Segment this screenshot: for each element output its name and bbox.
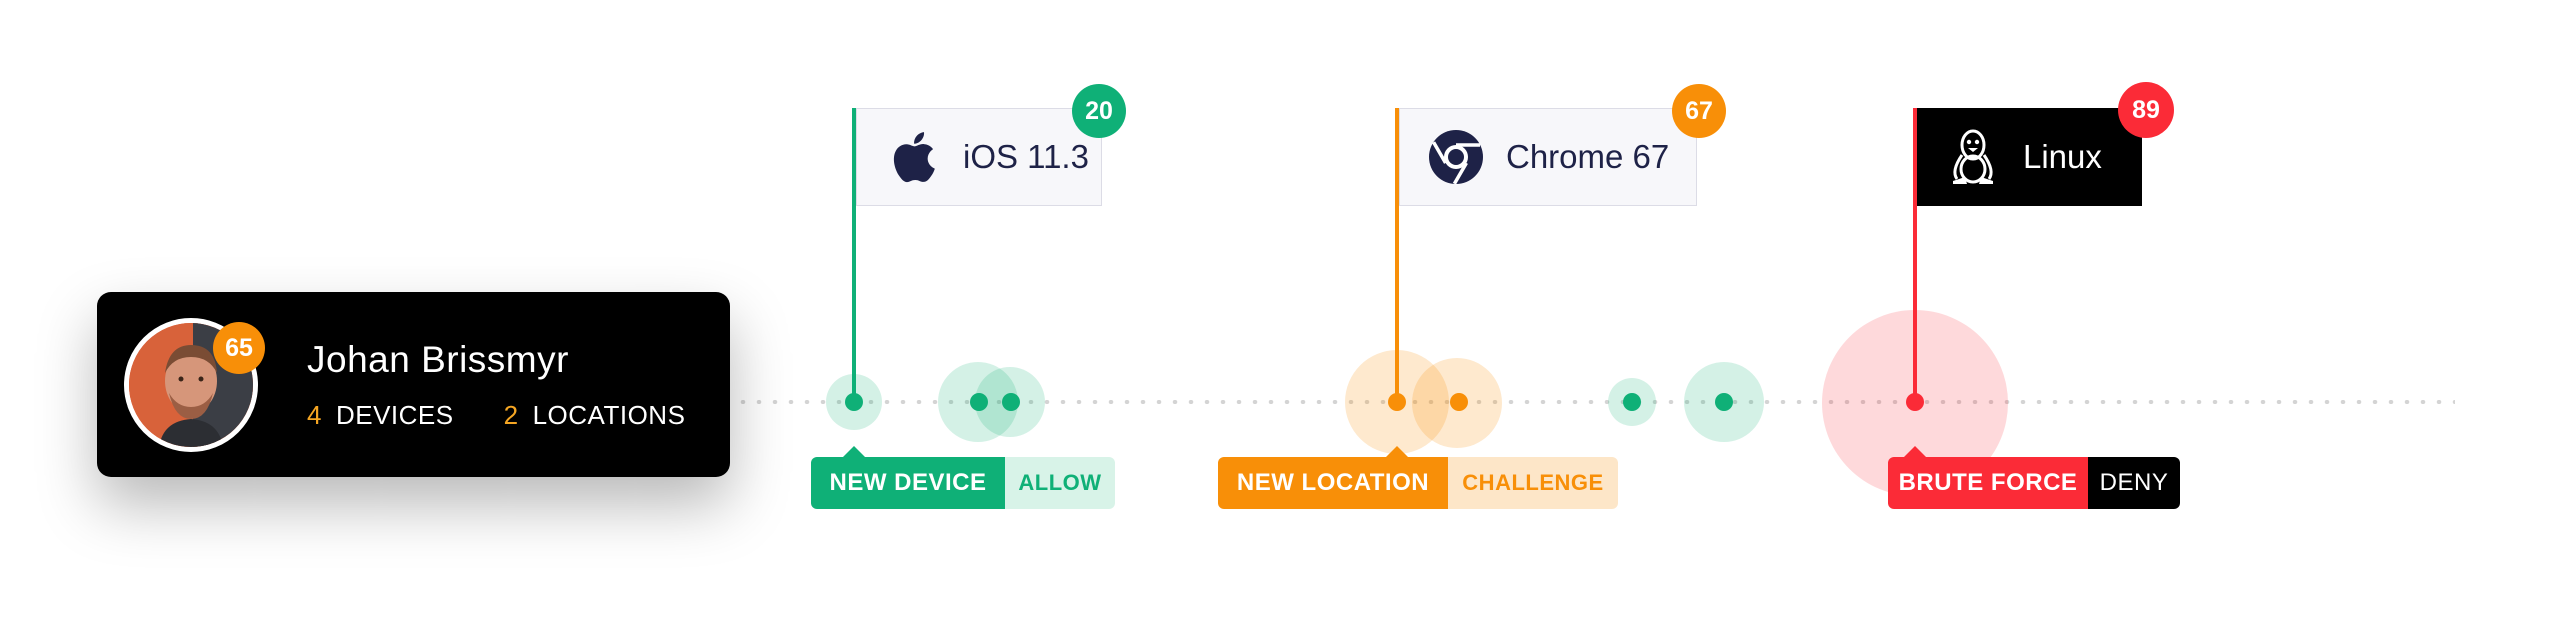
device-name: Linux	[2023, 138, 2102, 175]
event-pill-new-location[interactable]: NEW LOCATION CHALLENGE	[1218, 457, 1618, 509]
user-stats: 4 DEVICES 2 LOCATIONS	[307, 400, 685, 431]
devices-label: DEVICES	[335, 400, 454, 430]
flag-pole	[1395, 108, 1399, 402]
event-action: CHALLENGE	[1448, 457, 1618, 509]
timeline-track	[735, 400, 2455, 404]
event-dot[interactable]	[970, 393, 988, 411]
event-dot[interactable]	[1623, 393, 1641, 411]
chrome-icon	[1428, 129, 1484, 185]
devices-count: 4	[307, 400, 322, 430]
event-action: ALLOW	[1005, 457, 1115, 509]
event-dot[interactable]	[1002, 393, 1020, 411]
event-dot[interactable]	[1388, 393, 1406, 411]
tux-icon	[1945, 129, 2001, 185]
user-card[interactable]: 65 Johan Brissmyr 4 DEVICES 2 LOCATIONS	[97, 292, 730, 477]
device-name: iOS 11.3	[963, 138, 1089, 175]
event-dot[interactable]	[845, 393, 863, 411]
device-score-badge: 67	[1672, 84, 1726, 138]
device-score-badge: 89	[2118, 82, 2174, 138]
device-flag-linux[interactable]: Linux	[1917, 108, 2142, 206]
event-dot[interactable]	[1450, 393, 1468, 411]
flag-pole	[1913, 108, 1917, 402]
device-name: Chrome 67	[1506, 138, 1670, 175]
event-pill-brute-force[interactable]: BRUTE FORCE DENY	[1888, 457, 2180, 509]
pill-caret	[1903, 446, 1927, 458]
flag-pole	[852, 108, 856, 402]
device-flag-ios[interactable]: iOS 11.3	[856, 108, 1102, 206]
event-label: BRUTE FORCE	[1888, 457, 2088, 509]
locations-count: 2	[503, 400, 519, 430]
event-pill-new-device[interactable]: NEW DEVICE ALLOW	[811, 457, 1115, 509]
event-label: NEW DEVICE	[811, 457, 1005, 509]
device-score-badge: 20	[1072, 84, 1126, 138]
user-name: Johan Brissmyr	[307, 339, 569, 380]
pill-caret	[842, 446, 866, 458]
event-dot[interactable]	[1906, 393, 1924, 411]
locations-label: LOCATIONS	[532, 400, 686, 430]
event-dot[interactable]	[1715, 393, 1733, 411]
user-score-badge: 65	[213, 322, 265, 374]
pill-caret	[1385, 446, 1409, 458]
event-label: NEW LOCATION	[1218, 457, 1448, 509]
apple-icon	[885, 129, 941, 185]
event-action: DENY	[2088, 457, 2180, 509]
device-flag-chrome[interactable]: Chrome 67	[1399, 108, 1697, 206]
